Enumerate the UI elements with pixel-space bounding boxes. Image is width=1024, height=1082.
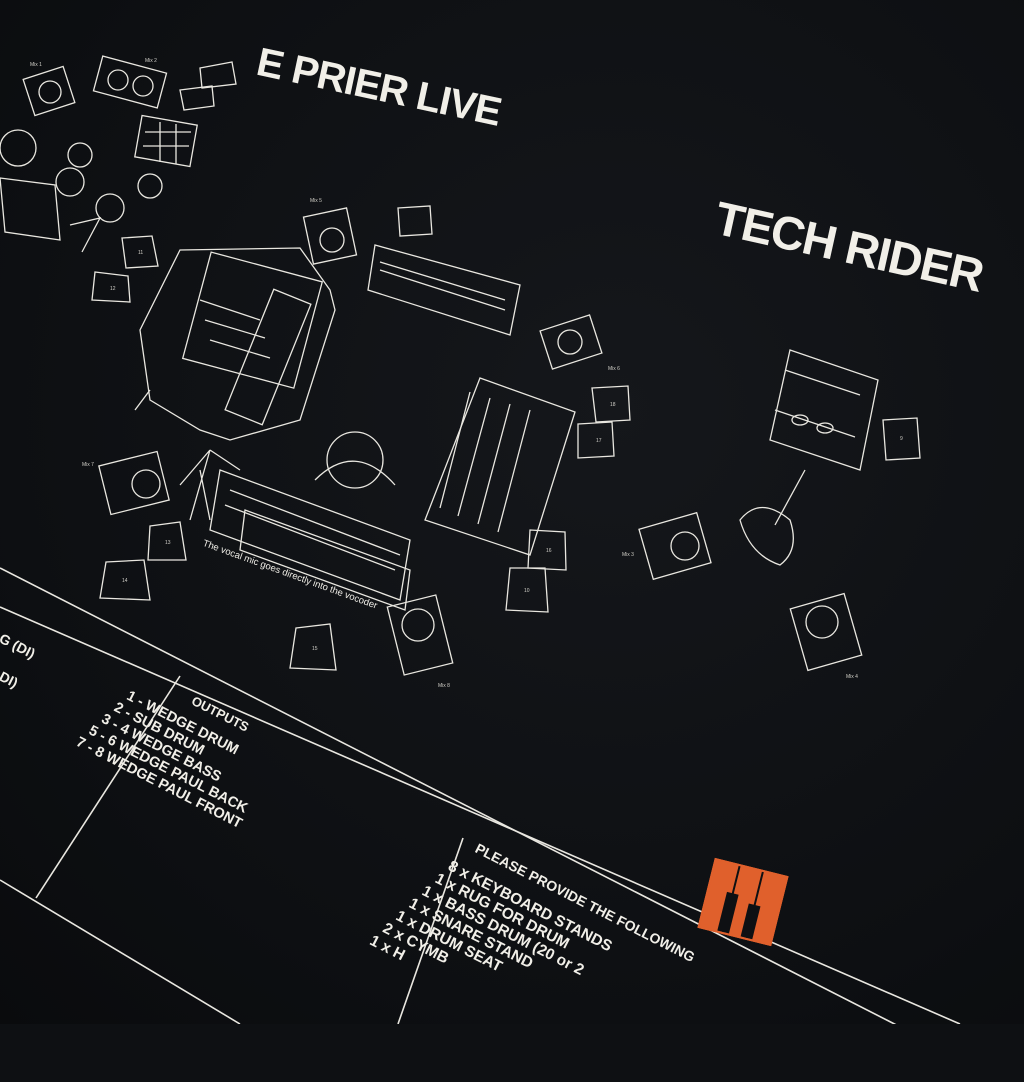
label-mix-8: Mix 8	[438, 683, 450, 689]
wedge-number: 9	[900, 436, 903, 442]
performer-and-keyboards	[209, 431, 411, 611]
table-lines	[0, 567, 961, 1024]
monitor-mix-8	[386, 594, 454, 676]
wedge-top-right	[397, 205, 433, 237]
drum-pad	[134, 114, 198, 168]
label-mix-7: Mix 7	[82, 462, 94, 468]
stage-plot-drawing	[0, 55, 961, 1024]
piano-keys-icon	[699, 860, 787, 944]
modular-synth	[181, 251, 324, 389]
monitor-mix-3	[638, 511, 712, 581]
keyboard-top	[367, 244, 521, 336]
wedge-12	[91, 271, 131, 303]
label-mix-2: Mix 2	[145, 58, 157, 64]
wedge-11	[121, 235, 159, 269]
label-mix-1: Mix 1	[30, 62, 42, 68]
monitor-mix-5	[302, 207, 358, 265]
wedge-number: 17	[596, 438, 602, 444]
wedge-number: 16	[546, 548, 552, 554]
wedge-number: 12	[110, 286, 116, 292]
monitor-mix-2	[92, 55, 168, 109]
keyboard-stack-right	[424, 377, 576, 556]
wedge-top	[179, 61, 237, 111]
bass-amp	[769, 349, 879, 471]
wedges-left	[99, 521, 337, 671]
label-mix-3: Mix 3	[622, 552, 634, 558]
wedge-number: 15	[312, 646, 318, 652]
wedge-number: 13	[165, 540, 171, 546]
tshirt-fabric	[0, 0, 1024, 1024]
monitor-mix-1	[22, 65, 76, 117]
bass-guitar	[739, 469, 806, 566]
label-mix-6: Mix 6	[608, 366, 620, 372]
piano-keys-logo	[697, 857, 789, 947]
wedge-number: 14	[122, 578, 128, 584]
monitor-mix-7	[98, 450, 170, 516]
monitor-mix-6	[539, 314, 603, 370]
wedge-number: 18	[610, 402, 616, 408]
label-mix-5: Mix 5	[310, 198, 322, 204]
drum-kit	[0, 129, 163, 253]
keyboard-stand-left	[224, 288, 312, 426]
mic-stand	[179, 449, 241, 521]
label-mix-4: Mix 4	[846, 674, 858, 680]
grand-piano	[134, 247, 336, 441]
wedge-number: 11	[138, 250, 144, 256]
wedge-number: 10	[524, 588, 530, 594]
monitor-mix-4	[789, 592, 863, 672]
wedges-mid	[505, 385, 921, 613]
